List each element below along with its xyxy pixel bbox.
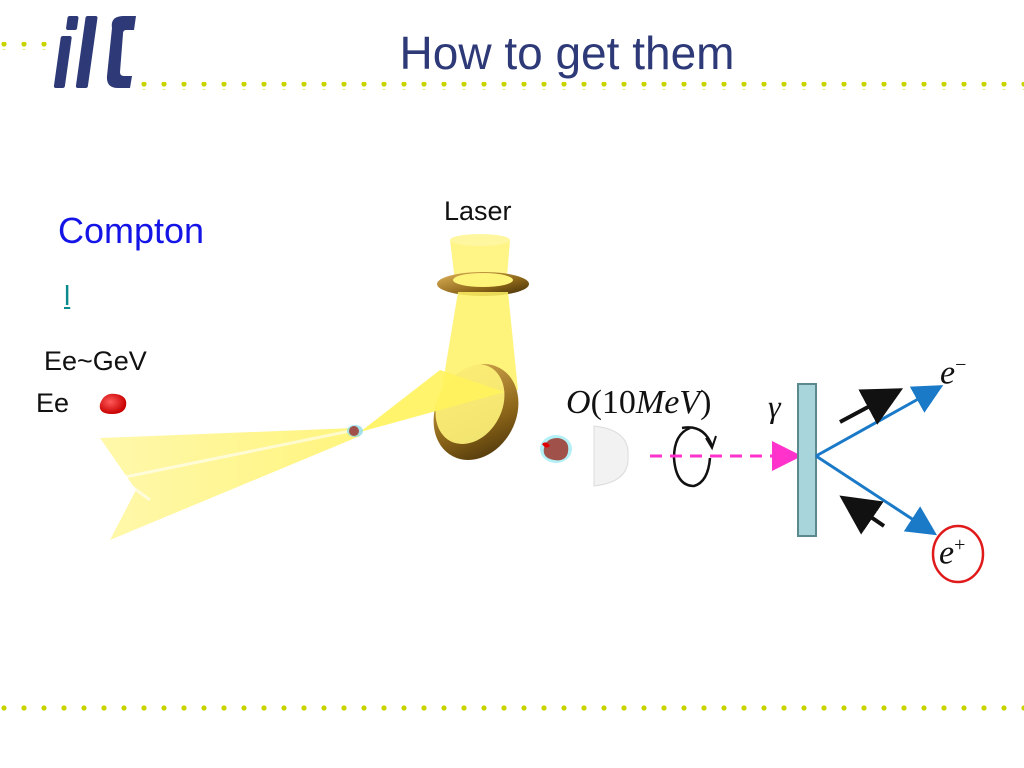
- electron-energy-label-truncated: Ee: [36, 388, 70, 418]
- order-symbol: O: [566, 384, 591, 421]
- electron-charge: −: [955, 354, 967, 376]
- energy-value: (10: [590, 384, 636, 421]
- electron-symbol: e−: [940, 354, 966, 392]
- electron-energy-label: Ee~GeV: [44, 346, 147, 376]
- section-heading: Compton: [58, 210, 205, 251]
- conversion-target: [797, 383, 817, 537]
- positron-letter: e: [939, 534, 955, 572]
- gamma-symbol: γ: [768, 388, 781, 424]
- energy-unit: MeV: [635, 384, 701, 421]
- circular-polarization-icon: [672, 426, 717, 488]
- photon-energy-label: O(10MeV): [566, 384, 711, 422]
- slide-title: How to get them: [399, 27, 735, 79]
- laser-mirror: [433, 363, 519, 460]
- laser-source: [437, 234, 529, 296]
- positron-charge: +: [954, 534, 966, 556]
- header-dots-right: [140, 82, 1024, 90]
- electron-bunch: [99, 393, 127, 414]
- laser-label: Laser: [444, 196, 512, 226]
- electron-letter: e: [940, 354, 956, 392]
- bullet-link[interactable]: l: [64, 280, 71, 311]
- interaction-point: [347, 425, 363, 437]
- electron-spin-arrow: [839, 388, 904, 425]
- energy-close-paren: ): [700, 384, 712, 421]
- ilc-logo: [53, 16, 136, 88]
- laser-beam-to-ip: [360, 370, 505, 432]
- footer-dots: [0, 704, 1024, 712]
- scattered-gamma-cone: [100, 428, 360, 540]
- gamma-pulse: [593, 425, 629, 487]
- positron-track: [815, 454, 938, 536]
- positron-symbol: e+: [939, 534, 965, 572]
- outgoing-electron-bunch: [540, 435, 572, 463]
- positron-spin-arrow: [839, 495, 886, 535]
- header-dots-left: [0, 42, 64, 50]
- electron-track: [815, 385, 944, 458]
- positron-highlight-circle: [931, 524, 985, 584]
